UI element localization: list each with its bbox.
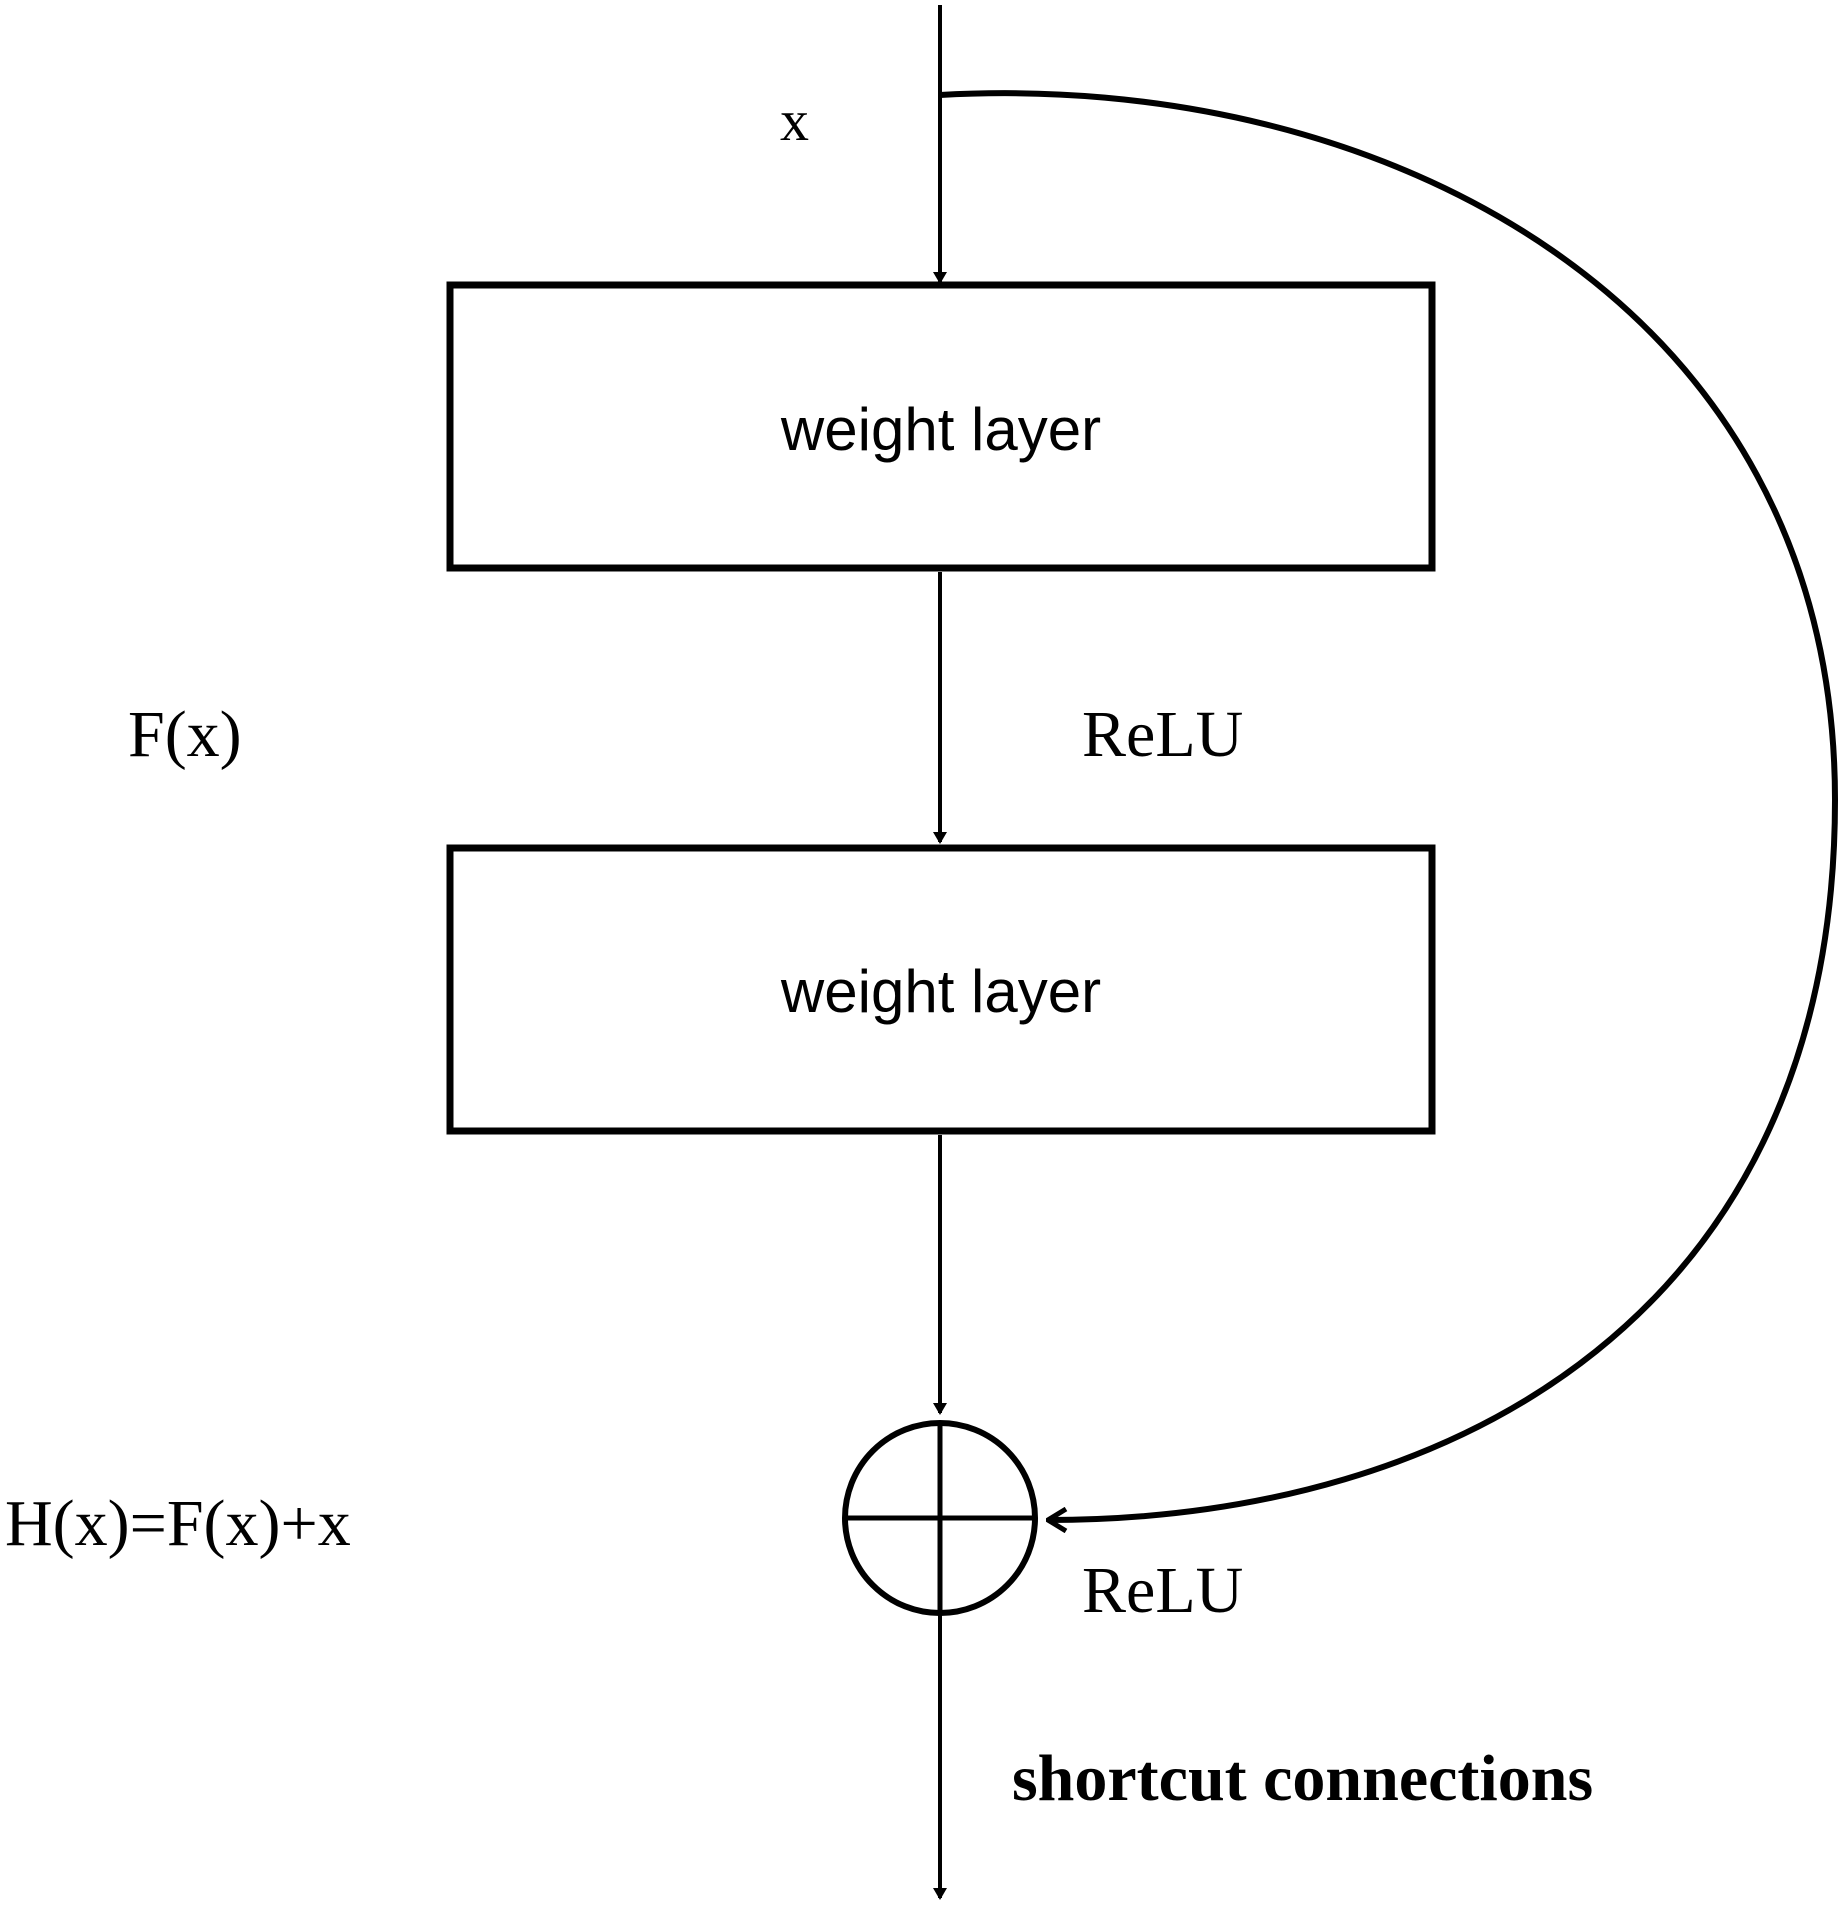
weight-layer-label-2: weight layer bbox=[780, 958, 1101, 1025]
input-label: x bbox=[780, 88, 809, 153]
shortcut-caption: shortcut connections bbox=[1012, 1742, 1593, 1815]
residual-function-label: F(x) bbox=[128, 698, 242, 771]
shortcut-connection-curve bbox=[939, 90, 1839, 1520]
output-formula-label: H(x)=F(x)+x bbox=[5, 1487, 351, 1560]
relu-label-2: ReLU bbox=[1082, 1554, 1243, 1627]
circled-plus-icon bbox=[842, 1420, 1038, 1616]
relu-label-1: ReLU bbox=[1082, 698, 1243, 771]
weight-layer-label-1: weight layer bbox=[780, 396, 1101, 463]
weight-layer-block-1 bbox=[446, 281, 1436, 572]
weight-layer-block-2 bbox=[446, 844, 1436, 1135]
